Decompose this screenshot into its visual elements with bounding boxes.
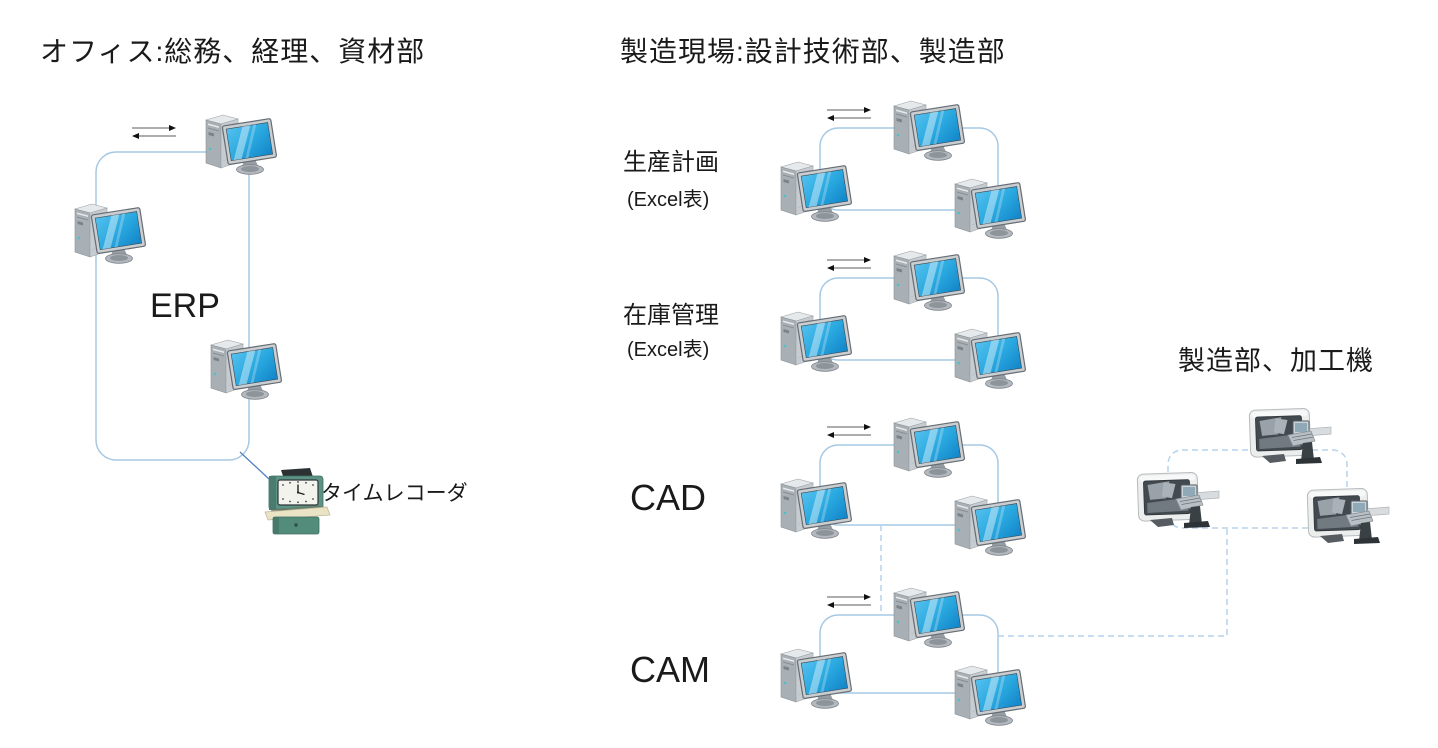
erp-network-loop xyxy=(95,151,250,461)
sync-arrows-icon xyxy=(131,124,177,140)
group-label-inventory: 在庫管理 xyxy=(623,302,719,329)
office-section-title: オフィス:総務、経理、資材部 xyxy=(40,36,426,67)
time-recorder-link-line xyxy=(239,451,270,480)
factory-section-title: 製造現場:設計技術部、製造部 xyxy=(620,36,1006,67)
group-sublabel-production-plan: (Excel表) xyxy=(627,189,710,211)
computer-icon xyxy=(886,97,968,163)
group-sublabel-inventory: (Excel表) xyxy=(627,339,710,361)
cnc-machine-icon xyxy=(1248,404,1332,468)
sync-arrows-icon xyxy=(826,106,872,122)
computer-icon xyxy=(947,175,1029,241)
computer-icon xyxy=(947,492,1029,558)
group-label-cam: CAM xyxy=(630,649,710,690)
computer-icon xyxy=(198,111,280,177)
computer-icon xyxy=(773,158,855,224)
computer-icon xyxy=(947,662,1029,728)
computer-icon xyxy=(67,200,149,266)
time-recorder-label: タイムレコーダ xyxy=(321,482,468,505)
computer-icon xyxy=(773,475,855,541)
computer-icon xyxy=(886,247,968,313)
computer-icon xyxy=(886,414,968,480)
erp-label: ERP xyxy=(150,287,220,325)
computer-icon xyxy=(203,336,285,402)
cam-to-machines-dashed-link xyxy=(998,528,1228,637)
computer-icon xyxy=(886,584,968,650)
sync-arrows-icon xyxy=(826,593,872,609)
sync-arrows-icon xyxy=(826,423,872,439)
group-label-production-plan: 生産計画 xyxy=(623,149,719,176)
machine-group-title: 製造部、加工機 xyxy=(1178,346,1374,376)
cnc-machine-icon xyxy=(1136,468,1220,532)
group-label-cad: CAD xyxy=(630,477,707,518)
cnc-machine-icon xyxy=(1306,484,1390,548)
computer-icon xyxy=(947,325,1029,391)
computer-icon xyxy=(773,308,855,374)
computer-icon xyxy=(773,645,855,711)
sync-arrows-icon xyxy=(826,256,872,272)
